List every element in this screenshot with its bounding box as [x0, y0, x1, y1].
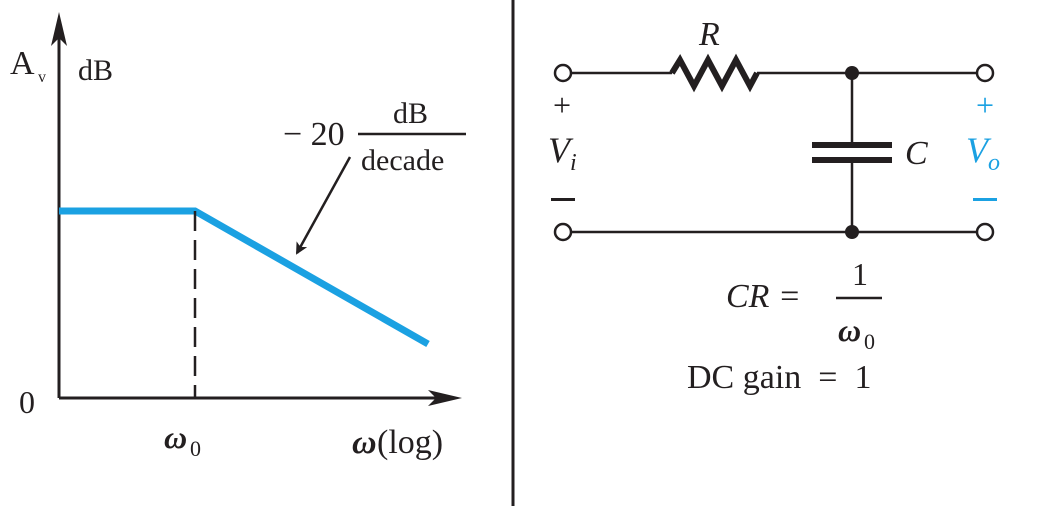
y-origin-label: 0 — [19, 384, 35, 420]
y-axis-arrowhead — [51, 12, 67, 46]
input-voltage-subscript: i — [570, 150, 577, 176]
rc-lowpass-circuit: R C + V i + V o — [548, 16, 1000, 242]
input-minus-sign — [551, 198, 575, 201]
cr-equation-denominator-subscript: 0 — [864, 329, 875, 354]
slope-value: − 20 — [283, 116, 345, 153]
x-axis-suffix: (log) — [377, 424, 443, 461]
input-terminal-top — [553, 63, 573, 83]
omega0-tick-subscript: 0 — [190, 436, 201, 461]
bode-plot: A v dB 0 ω 0 ω (log) − 20 dB decade — [10, 12, 466, 461]
output-minus-sign — [973, 198, 997, 201]
output-voltage-symbol: V — [966, 130, 992, 170]
omega0-tick-symbol: ω — [164, 419, 187, 455]
magnitude-response-line — [59, 207, 430, 348]
output-terminal-bottom — [975, 222, 995, 242]
y-axis-symbol: A — [10, 45, 35, 82]
slope-unit-numerator: dB — [393, 97, 428, 130]
input-voltage-symbol: V — [548, 130, 574, 170]
y-axis-subscript: v — [38, 69, 46, 86]
slope-unit-denominator: decade — [361, 144, 444, 177]
y-axis-unit: dB — [78, 54, 113, 87]
output-plus-sign: + — [976, 87, 994, 123]
slope-pointer-arrow — [295, 156, 352, 255]
junction-dot-top — [845, 66, 859, 80]
resistor-label: R — [698, 16, 720, 53]
x-axis-arrowhead — [428, 390, 462, 406]
cr-equation-denominator-symbol: ω — [838, 312, 861, 348]
cr-equation-lhs: CR = — [726, 278, 801, 315]
design-equations: CR = 1 ω 0 DC gain = 1 — [687, 256, 882, 396]
output-terminal-top — [975, 63, 995, 83]
cr-equation-numerator: 1 — [852, 256, 868, 292]
input-plus-sign: + — [553, 87, 571, 123]
resistor-symbol — [669, 53, 760, 93]
dc-gain-equation: DC gain = 1 — [687, 359, 871, 396]
output-voltage-subscript: o — [988, 150, 1000, 176]
input-terminal-bottom — [553, 222, 573, 242]
junction-dot-bottom — [845, 225, 859, 239]
capacitor-label: C — [905, 135, 928, 172]
x-axis-symbol: ω — [352, 424, 377, 461]
